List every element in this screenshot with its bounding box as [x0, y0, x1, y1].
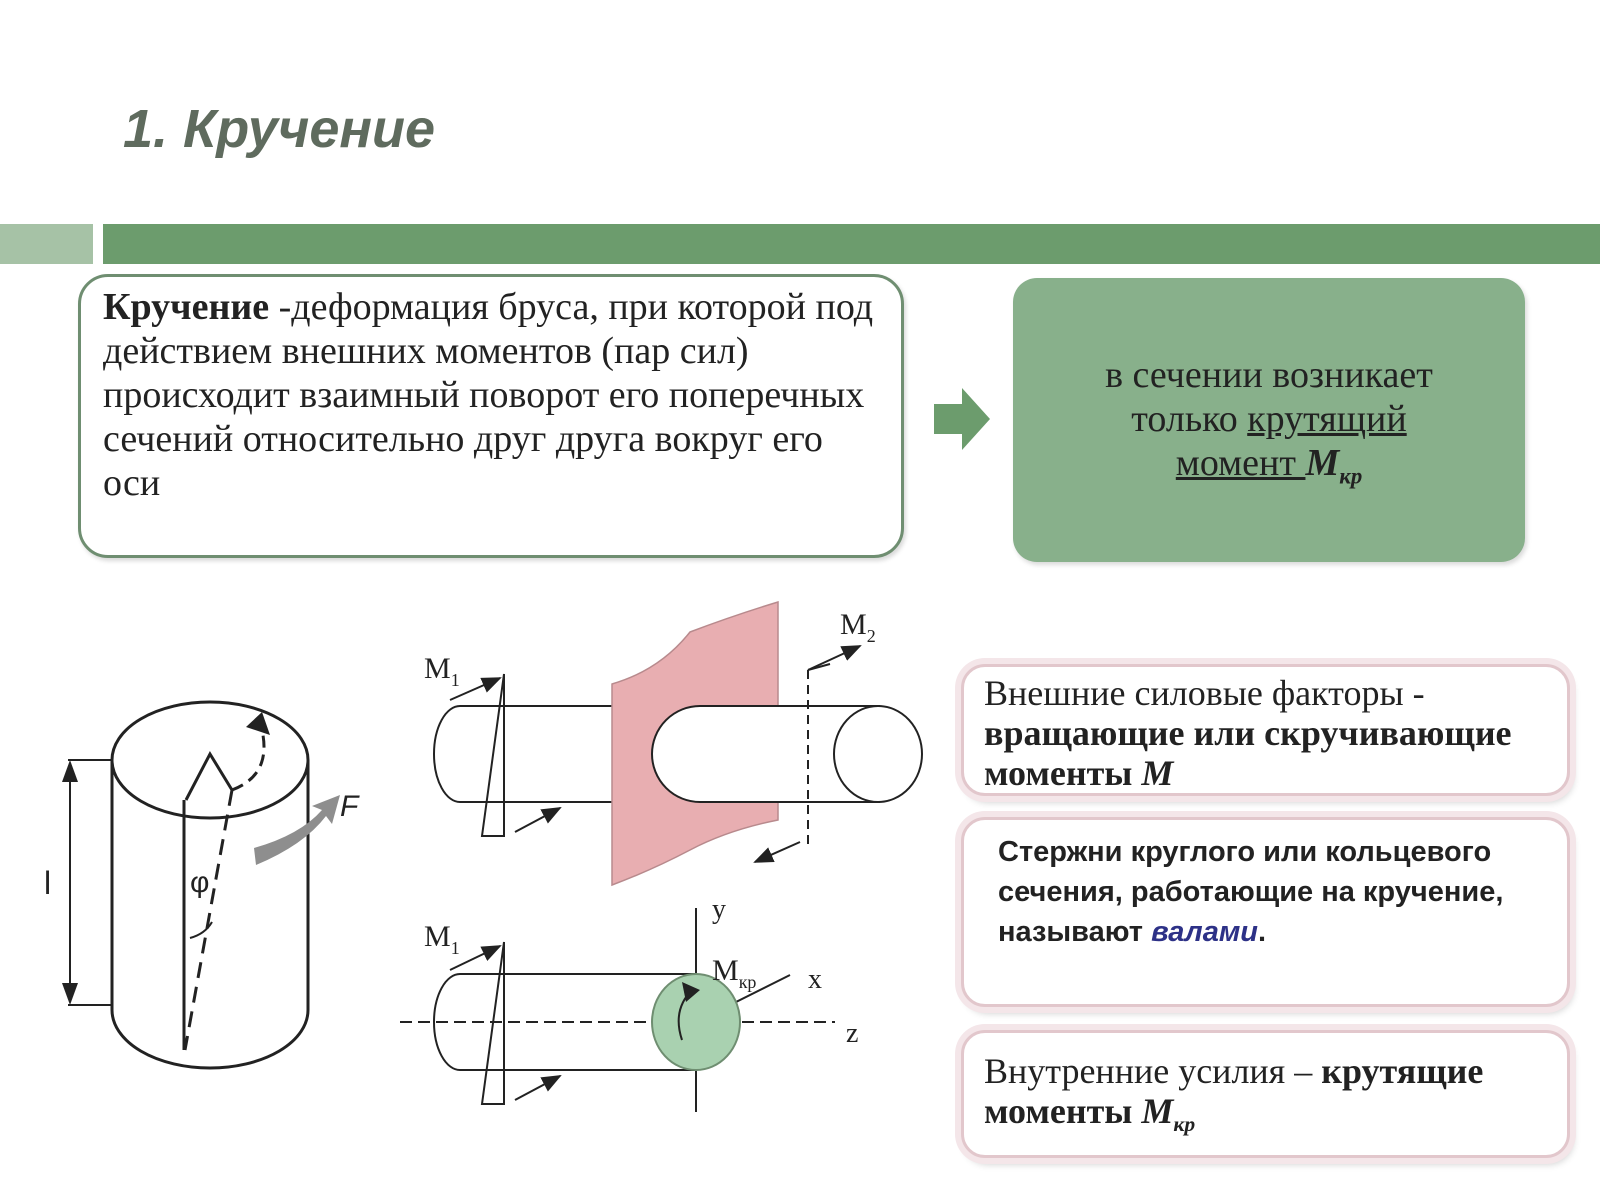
shafts-emphasis: валами — [1151, 916, 1259, 948]
external-factors-box: Внешние силовые факторы - вращающие или … — [961, 664, 1570, 796]
shafts-box: Стержни круглого или кольцевого сечения,… — [961, 817, 1570, 1007]
cyl-force-label: F — [340, 790, 360, 823]
mkr-label: Mкр — [712, 954, 756, 992]
result-symbol: M — [1305, 442, 1340, 484]
external-plain: Внешние силовые факторы - — [984, 673, 1425, 713]
shafts-end: . — [1258, 916, 1267, 948]
result-moment-word: момент — [1175, 442, 1306, 484]
external-symbol: M — [1141, 753, 1174, 793]
header-bar — [103, 224, 1600, 264]
result-box: в сечении возникает только крутящий моме… — [1013, 278, 1525, 562]
cyl-length-label: l — [44, 865, 51, 901]
external-bold: вращающие или скручивающие моменты — [984, 713, 1512, 793]
internal-plain: Внутренние усилия – — [984, 1051, 1322, 1091]
torsion-figures: l φ F M1 M2 M1 — [44, 600, 923, 1112]
shafts-text: Стержни круглого или кольцевого сечения,… — [998, 836, 1504, 948]
arrow-right-icon — [934, 388, 990, 450]
definition-text: -деформация бруса, при которой под дейст… — [103, 286, 874, 504]
internal-bold: крутящие моменты — [984, 1051, 1484, 1131]
cyl-angle-label: φ — [190, 866, 209, 899]
internal-forces-box: Внутренние усилия – крутящие моменты Mкр — [961, 1030, 1570, 1158]
twisted-cylinder-figure — [62, 700, 310, 1070]
internal-symbol: M — [1141, 1091, 1174, 1131]
axis-y-label: y — [712, 894, 726, 925]
bar-axes-figure — [400, 908, 835, 1112]
force-arrow-icon — [254, 795, 340, 865]
result-line2: только — [1131, 398, 1248, 440]
m1-label-top: M1 — [424, 652, 460, 690]
result-symbol-sub: кр — [1339, 463, 1363, 489]
definition-term: Кручение — [103, 286, 270, 328]
header-bar-accent — [0, 224, 93, 264]
axis-z-label: z — [846, 1018, 858, 1049]
axis-x-label: x — [808, 964, 822, 995]
internal-symbol-sub: кр — [1173, 1112, 1196, 1137]
page-title: 1. Кручение — [123, 99, 436, 159]
bar-section-figure — [433, 600, 923, 887]
m2-label: M2 — [840, 608, 876, 646]
m1-label-bottom: M1 — [424, 920, 460, 958]
result-line1: в сечении возникает — [1105, 354, 1433, 396]
definition-box: Кручение -деформация бруса, при которой … — [78, 274, 904, 558]
result-torque-word: крутящий — [1247, 398, 1407, 440]
